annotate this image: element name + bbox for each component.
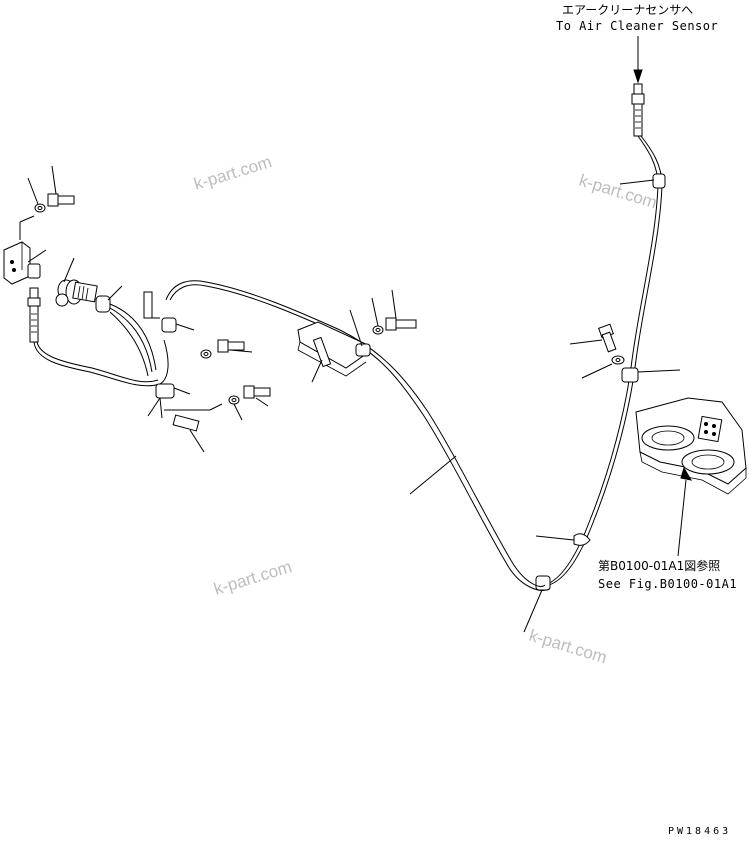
indicator-icon (55, 257, 123, 313)
clamp-icon (619, 173, 666, 189)
bolt-icon (47, 165, 75, 207)
clamp-icon (161, 317, 195, 333)
watermark-2: k-part.com (577, 171, 659, 213)
washer-icon (228, 395, 243, 421)
bracket-icon (159, 397, 223, 453)
see-fig-callout: 第B0100-01A1図参照 See Fig.B0100-01A1 (598, 558, 737, 591)
washer-icon (200, 349, 212, 359)
watermark-3: k-part.com (212, 557, 294, 599)
bracket-icon (143, 291, 160, 319)
air-cleaner-callout: エアークリーナセンサへ To Air Cleaner Sensor (556, 3, 718, 84)
sensor-icon (27, 263, 41, 343)
bolt-icon (569, 323, 617, 353)
bracket-icon (3, 215, 47, 285)
sensor-connector (631, 83, 645, 137)
washer-icon (371, 297, 384, 335)
watermark-1: k-part.com (192, 152, 274, 194)
clamp-icon (621, 367, 681, 383)
watermarks: k-part.com k-part.com k-part.com k-part.… (192, 152, 660, 667)
washer-icon (27, 177, 46, 213)
see-fig-label-en: See Fig.B0100-01A1 (598, 577, 737, 591)
drawing-code: PW18463 (668, 826, 731, 837)
see-fig-label-jp: 第B0100-01A1図参照 (598, 558, 720, 573)
washer-icon (581, 355, 625, 379)
hose-main-2 (169, 284, 550, 591)
air-cleaner-label-en: To Air Cleaner Sensor (556, 19, 718, 33)
bolt-icon (243, 385, 271, 407)
hose-left (33, 339, 169, 387)
bolt-icon (385, 289, 417, 331)
hose-main (165, 280, 546, 587)
hose-left-2 (36, 341, 159, 383)
clamp-icon (535, 533, 591, 546)
watermark-4: k-part.com (527, 626, 609, 668)
bracket-icon (297, 309, 371, 383)
clamp-icon (523, 575, 551, 633)
bolt-icon (217, 339, 253, 353)
air-cleaner-label-jp: エアークリーナセンサへ (562, 3, 693, 17)
air-cleaner-housing-icon (635, 397, 747, 557)
clamp-icon (147, 383, 191, 417)
